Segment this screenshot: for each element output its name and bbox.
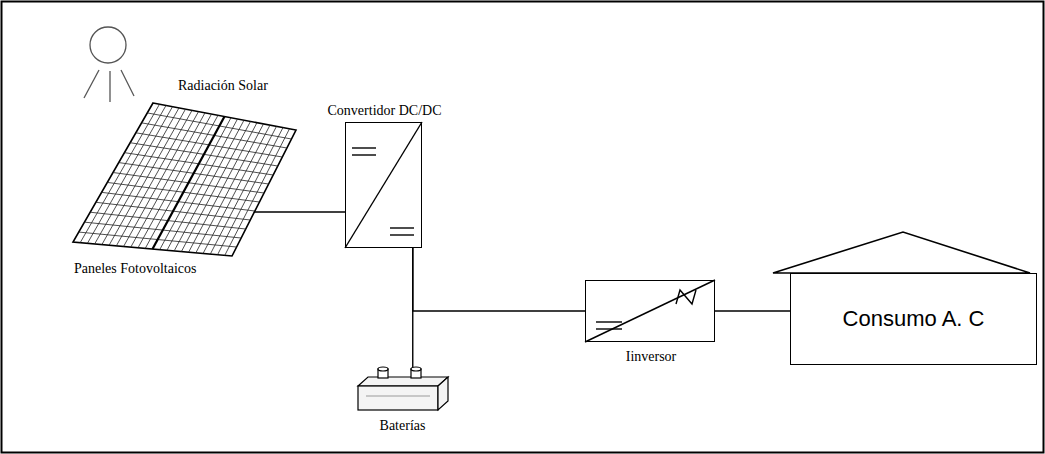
inverter-box: Iinversor <box>585 280 715 342</box>
sun-symbol <box>84 27 134 102</box>
solar-panel <box>73 103 296 256</box>
node-text: Consumo A. C <box>843 306 985 332</box>
ac-load-house: Consumo A. C <box>790 273 1037 365</box>
illustration-label: Radiación Solar <box>178 78 268 94</box>
dc-dc-converter: Convertidor DC/DC <box>345 122 422 248</box>
battery-symbol <box>358 367 448 410</box>
node-label: Iinversor <box>626 349 677 365</box>
wire-connector <box>413 248 585 311</box>
node-label: Convertidor DC/DC <box>328 103 442 119</box>
inverter-symbol <box>585 280 715 342</box>
node-label: Paneles Fotovoltaicos <box>74 261 197 277</box>
house-roof <box>773 232 1030 273</box>
node-label: Baterías <box>380 418 426 434</box>
converter-symbol <box>345 122 422 248</box>
solar-panel-array: Paneles Fotovoltaicos <box>70 100 297 257</box>
wire-connector <box>715 310 790 311</box>
battery-bank: Baterías <box>355 365 450 412</box>
wire-connector <box>254 211 345 212</box>
